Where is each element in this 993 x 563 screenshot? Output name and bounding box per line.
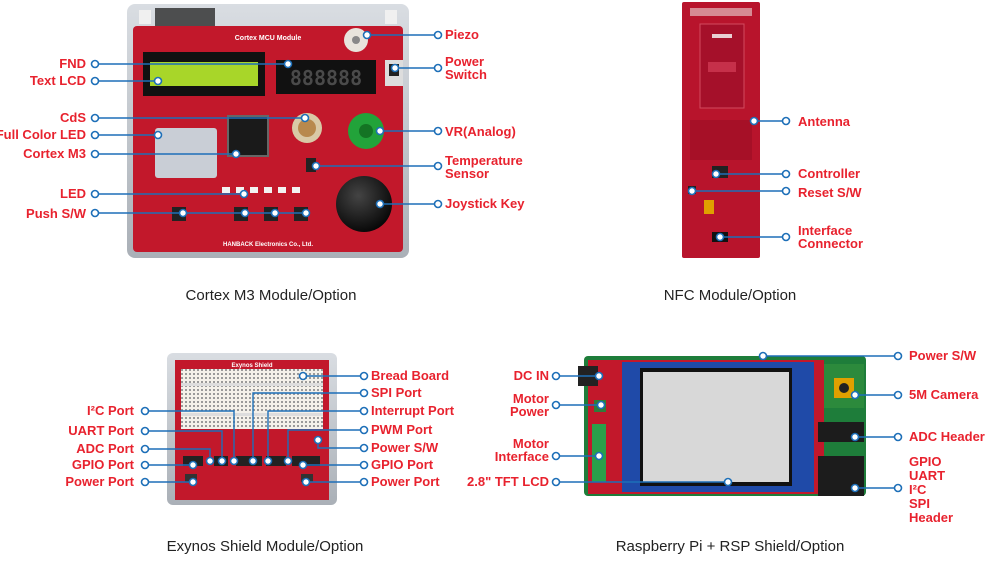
label-gpio-uart-i2c-spi-header: GPIO UART I²C SPI Header [909,454,954,525]
label-uart-port: UART Port [68,423,134,438]
label-antenna: Antenna [798,114,850,129]
rpi-leader-dots [551,351,903,493]
exynos-leader-dots [140,371,369,487]
label-5m-camera: 5M Camera [909,387,979,402]
label-power-port-left: Power Port [65,474,134,489]
caption-nfc: NFC Module/Option [663,287,797,304]
label-vr-analog: VR(Analog) [445,124,516,139]
fnd-display: 888888 [290,66,362,90]
label-interface-connector: Interface Connector [798,223,863,251]
label-pwm-port: PWM Port [371,422,433,437]
label-motor-interface: Motor Interface [494,436,549,464]
rpi-board-image [578,356,866,496]
nfc-board-image [682,2,760,258]
nfc-leader-lines [692,120,786,238]
label-power-sw-exynos: Power S/W [371,440,439,455]
label-led: LED [60,186,86,201]
label-reset-sw: Reset S/W [798,185,862,200]
label-gpio-port-left: GPIO Port [71,457,134,472]
label-temperature-sensor: Temperature Sensor [445,153,523,181]
cortex-board-image: Cortex MCU Module 888888 [127,4,409,258]
label-power-port-right: Power Port [371,474,440,489]
label-full-color-led: Full Color LED [0,127,86,142]
caption-exynos: Exynos Shield Module/Option [166,538,364,555]
label-gpio-port-right: GPIO Port [371,457,434,472]
label-interrupt-port: Interrupt Port [371,403,455,418]
label-controller: Controller [798,166,861,181]
cortex-leader-dots [90,30,443,218]
label-spi-port: SPI Port [371,385,422,400]
label-i2c-port: I²C Port [87,403,134,418]
label-adc-port: ADC Port [76,441,134,456]
rpi-leader-lines [556,355,898,489]
label-cds: CdS [60,110,86,125]
label-adc-header: ADC Header [909,429,985,444]
label-text-lcd: Text LCD [29,73,86,88]
label-motor-power: Motor Power [509,391,549,419]
cortex-board-footer: HANBACK Electronics Co., Ltd. [223,242,313,248]
label-bread-board: Bread Board [371,368,450,383]
label-tft-lcd: 2.8" TFT LCD [467,474,549,489]
label-fnd: FND [59,56,86,71]
exynos-board-title: Exynos Shield [231,363,272,369]
caption-rpi: Raspberry Pi + RSP Shield/Option [615,538,845,555]
label-joystick-key: Joystick Key [445,196,525,211]
label-piezo: Piezo [445,27,479,42]
label-dc-in: DC IN [513,368,549,383]
label-cortex-m3: Cortex M3 [23,146,86,161]
caption-cortex: Cortex M3 Module/Option [185,287,357,304]
cortex-board-title: Cortex MCU Module [235,35,302,42]
exynos-leader-lines [145,375,364,483]
label-power-sw-rpi: Power S/W [909,348,977,363]
nfc-leader-dots [687,116,791,242]
label-push-sw: Push S/W [26,206,86,221]
label-power-switch: Power Switch [445,54,487,82]
